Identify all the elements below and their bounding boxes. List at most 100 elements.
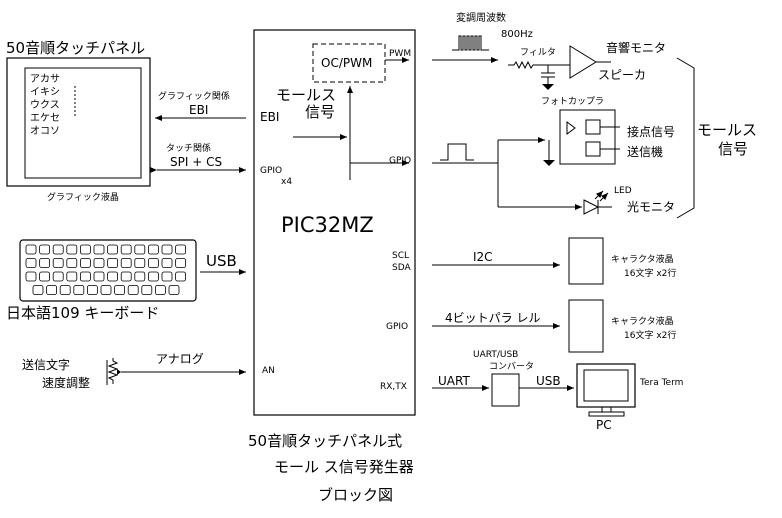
keyboard-key [120,244,132,255]
pc-label: PC [596,418,612,432]
lcd-parallel: 4ビットパラ レル キャラクタ液晶 16文字 x2行 [432,299,676,353]
keyboard-key [175,271,187,282]
keyboard-key [46,285,57,295]
keyboard-key [134,258,146,268]
footer-title: 50音順タッチパネル式 モール ス信号発生器 ブロック図 [248,432,414,504]
keyboard-key [25,258,37,268]
keyboard-key [93,258,105,268]
lcd1-label: キャラクタ液晶 [611,253,674,265]
photocoupler-ground-icon [543,160,555,166]
graphic-group-label: グラフィック関係 [158,90,230,102]
oc-pwm-label: OC/PWM [321,56,372,70]
keyboard-key [161,258,173,268]
pin-x4: x4 [281,177,292,187]
keyboard-key [93,244,105,255]
mcu-frame [253,29,416,416]
photocoupler-box [559,109,616,165]
keyboard-key [134,244,146,255]
pwm-waveform [452,35,489,51]
mod-freq-label: 変調周波数 [456,11,506,24]
lcd1-size: 16文字 x2行 [624,267,676,279]
keyboard: 日本語109 キーボード USB [6,239,246,322]
photocoupler-label: フォトカップラ [541,96,604,107]
oc-pwm-box [312,43,386,83]
usb-keyboard-label: USB [206,252,237,270]
keyboard-key [87,285,98,295]
keyboard-key [39,258,50,268]
pot-resistor [107,358,119,384]
pin-rxtx: RX,TX [380,382,407,392]
usb-pc-label: USB [536,374,561,388]
uart-path: UART/USB コンバータ UART USB PC Tera Term [432,350,683,432]
speed-adjust: 送信文字 速度調整 アナログ [22,352,246,390]
kana-row-4: エケセ [30,112,60,124]
pc-monitor-icon [576,363,636,417]
mcu-name: PIC32MZ [281,213,374,237]
pin-gpio-x4: GPIO [260,166,282,176]
keyboard-key [107,244,118,255]
keyboard-key [100,285,112,295]
keyboard-keys [25,244,187,295]
panel-links: グラフィック関係 EBI タッチ関係 SPI + CS [150,90,246,173]
morse-label-1: モールス [276,86,336,104]
amp-triangle-icon [569,45,597,79]
keyboard-key [25,244,37,255]
keyboard-key [66,244,78,255]
touch-panel-screen [24,67,142,179]
keyboard-key [80,258,91,268]
keyboard-key [52,244,64,255]
pin-ebi: EBI [260,110,279,124]
keyboard-key [25,271,37,282]
lcd-i2c: I2C キャラクタ液晶 16文字 x2行 [432,237,676,285]
kana-row-1: アカサ [30,73,60,85]
light-monitor-label: 光モニタ [627,200,675,214]
led-group: LED 光モニタ [583,186,675,215]
morse-output-2: 信号 [718,140,748,158]
led-label: LED [614,186,632,196]
speaker-label: スピーカ [598,68,646,82]
monitor-label: 音響モニタ [606,40,666,55]
keyboard-key [168,285,180,295]
analog-label: アナログ [156,352,204,366]
pot-wiper [117,369,121,375]
kana-row-3: ウクス [30,99,60,111]
speed-adjust-line2: 速度調整 [42,375,90,390]
touch-panel-title: 50音順タッチパネル [6,39,145,57]
lcd2-size: 16文字 x2行 [624,329,676,341]
mcu-block: PIC32MZ OC/PWM モールス 信号 EBI GPIO x4 PWM G… [253,29,416,416]
converter-label-2: コンバータ [489,361,534,372]
morse-output-1: モールス [697,121,757,139]
filter-label: フィルタ [520,47,556,58]
led-ray-icon-2 [599,192,609,202]
i2c-label: I2C [473,250,493,264]
footer-line-2: モール ス信号発生器 [274,458,414,476]
keyboard-key [59,285,71,295]
keyboard-key [161,271,173,282]
speed-adjust-line1: 送信文字 [22,357,70,372]
keyboard-key [120,271,132,282]
keyboard-key [161,244,173,255]
pin-sda: SDA [392,263,411,273]
keyboard-key [32,285,44,295]
led-diode-icon [583,199,600,215]
pin-an: AN [262,366,275,376]
spi-link-label: SPI + CS [170,155,222,169]
pin-pwm: PWM [389,49,411,59]
keyboard-key [52,258,64,268]
keyboard-key [66,271,78,282]
pin-scl: SCL [392,251,409,261]
photo-transistor-bottom-icon [585,141,601,157]
kana-row-2: イキシ [30,87,60,98]
keyboard-key [93,271,105,282]
touch-panel: 50音順タッチパネル アカサ イキシ ウクス エケセ オコソ グラフィック液晶 [6,39,151,203]
keyboard-key [141,285,153,295]
keyboard-key [147,244,159,255]
pin-gpio: GPIO [389,156,411,166]
uart-label: UART [438,374,470,388]
keyboard-key [39,271,50,282]
keyboard-key [154,285,166,295]
morse-bracket [676,57,695,219]
touch-group-label: タッチ関係 [166,143,211,154]
freq-label: 800Hz [501,29,533,40]
